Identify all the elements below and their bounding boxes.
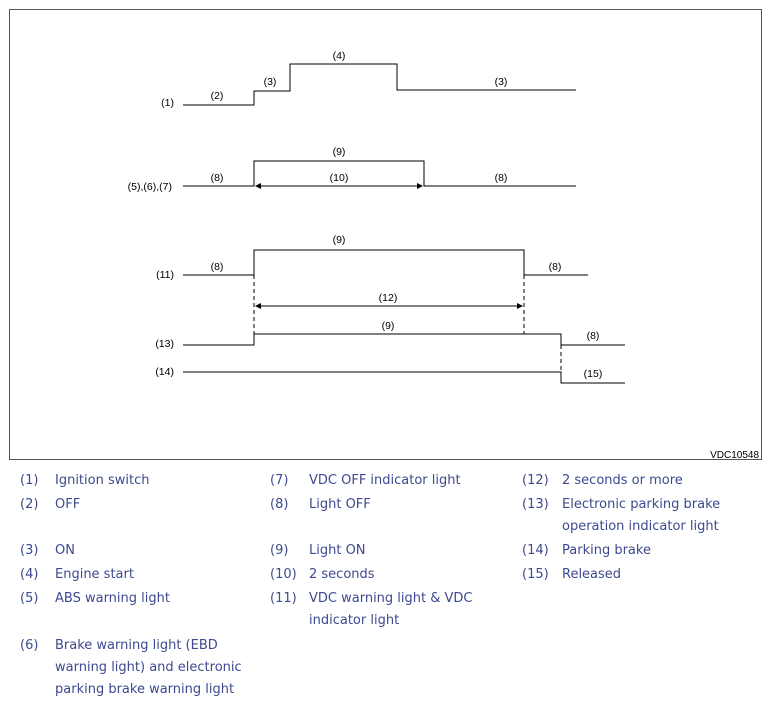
legend-item-text: Released (562, 567, 622, 582)
legend-item-number: (7) (270, 473, 289, 488)
label-on-right: (3) (495, 76, 508, 88)
legend-item-number: (6) (20, 638, 39, 653)
label-on-left: (3) (264, 76, 277, 88)
legend-item-text: Light ON (309, 543, 366, 558)
legend-item-text: Ignition switch (55, 473, 150, 488)
label-light-off-b2: (8) (549, 261, 562, 273)
label-light-off-a1: (8) (211, 172, 224, 184)
legend-item-text: Parking brake (562, 543, 651, 558)
label-off: (2) (211, 90, 224, 102)
label-two-seconds: (10) (330, 172, 349, 184)
legend: (1) Ignition switch (2) OFF (3) ON (4) Engine s… (0, 470, 773, 708)
legend-item-text: Electronic parking brake operation indic… (562, 497, 721, 534)
legend-item-number: (11) (270, 591, 297, 606)
legend-item-number: (10) (270, 567, 297, 582)
label-released: (15) (584, 368, 603, 380)
legend-item-text: 2 seconds or more (562, 473, 683, 488)
ignition-switch-waveform (183, 63, 576, 106)
label-light-on-a: (9) (333, 146, 346, 158)
row-label-5-6-7: (5),(6),(7) (128, 181, 172, 193)
legend-item-text: ABS warning light (55, 591, 170, 606)
legend-item-number: (12) (522, 473, 549, 488)
label-engine-start: (4) (333, 50, 346, 62)
legend-item-text: Light OFF (309, 497, 371, 512)
legend-item-text: VDC OFF indicator light (309, 473, 461, 488)
legend-item-number: (8) (270, 497, 289, 512)
label-light-on-b: (9) (333, 234, 346, 246)
row-label-11: (11) (156, 269, 174, 281)
legend-item-text: 2 seconds (309, 567, 375, 582)
legend-item-number: (1) (20, 473, 39, 488)
legend-item-number: (14) (522, 543, 549, 558)
figure-code: VDC10548 (710, 450, 759, 461)
epb-indicator-waveform (183, 333, 625, 346)
legend-item-text: VDC warning light & VDC indicator light (309, 591, 473, 628)
legend-item-number: (9) (270, 543, 289, 558)
legend-item-number: (5) (20, 591, 39, 606)
abs-brake-vdcoff-waveform (183, 160, 576, 187)
label-two-seconds-or-more: (12) (379, 292, 398, 304)
row-label-13: (13) (155, 338, 174, 350)
label-light-off-b1: (8) (211, 261, 224, 273)
row-label-14: (14) (155, 366, 174, 378)
vdc-warning-waveform (183, 249, 588, 276)
legend-item-number: (15) (522, 567, 549, 582)
legend-item-text: OFF (55, 497, 81, 512)
row-label-1: (1) (161, 97, 174, 109)
legend-item-text: Engine start (55, 567, 134, 582)
timing-diagram: (1) (2) (3) (4) (3) (5),(6),(7) (8) (9) … (128, 50, 760, 461)
label-light-off-a2: (8) (495, 172, 508, 184)
label-light-on-c: (9) (382, 320, 395, 332)
diagram-frame (9, 9, 762, 460)
label-light-off-c: (8) (587, 330, 600, 342)
legend-item-number: (2) (20, 497, 39, 512)
legend-item-number: (4) (20, 567, 39, 582)
legend-item-number: (3) (20, 543, 39, 558)
legend-item-number: (13) (522, 497, 549, 512)
legend-item-text: ON (55, 543, 75, 558)
parking-brake-waveform (183, 371, 625, 384)
legend-item-text: Brake warning light (EBD warning light) … (55, 638, 242, 697)
